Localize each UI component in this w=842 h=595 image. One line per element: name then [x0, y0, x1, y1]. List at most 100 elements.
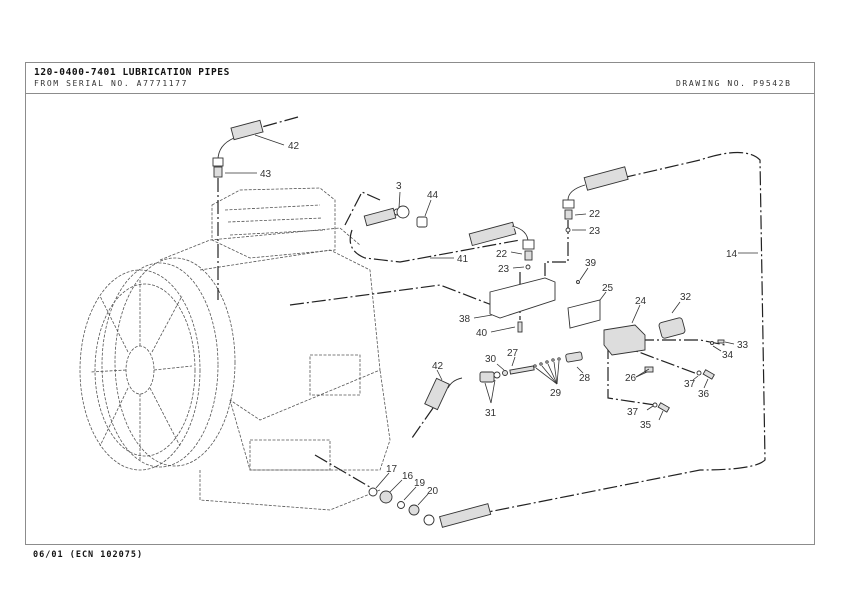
bolt-35	[657, 402, 670, 413]
hose-42-upper-elbow	[217, 137, 235, 161]
callout-39: 39	[585, 258, 597, 269]
pipe-22-route	[544, 220, 569, 276]
callout-23-upper: 23	[589, 226, 601, 237]
case-top-edge	[159, 227, 361, 261]
callout-40: 40	[476, 328, 488, 339]
connector-22a	[564, 209, 573, 220]
banjo-eye	[396, 205, 410, 219]
hose-42-lower-elbow	[447, 377, 463, 389]
spring-27	[509, 365, 535, 375]
washer-30	[502, 370, 508, 376]
callout-22-upper: 22	[589, 209, 601, 220]
bolt-36	[702, 369, 715, 380]
connector-22b	[524, 250, 533, 261]
o-ring-31	[493, 371, 501, 379]
callout-24: 24	[635, 296, 647, 307]
sensor-body	[363, 207, 397, 227]
shims-29	[533, 357, 561, 368]
callout-14: 14	[726, 249, 738, 260]
hose-42-lower	[424, 377, 450, 411]
flywheel-outer	[79, 269, 201, 471]
header-divider	[25, 93, 815, 94]
hose-bottom	[439, 503, 492, 528]
callout-labels: 42 43 3 44 41 22 23 22 23 39 14 25 24 32…	[260, 141, 749, 497]
drawing-frame	[25, 62, 815, 545]
callout-42-lower: 42	[432, 361, 444, 372]
callout-19: 19	[414, 478, 426, 489]
pipe-42-upper-tail	[261, 116, 299, 128]
o-ring-23b	[525, 264, 531, 270]
manifold-plate-38	[489, 277, 556, 319]
valve-body-24	[603, 324, 646, 356]
main-case	[199, 249, 381, 421]
plug-44	[416, 216, 428, 228]
leader-lines	[225, 134, 758, 506]
case-to-manifold-route	[289, 284, 493, 306]
callout-26: 26	[625, 373, 637, 384]
drawing-number: DRAWING NO. P9542B	[676, 79, 792, 88]
washer-37a	[696, 370, 702, 376]
callout-42-upper: 42	[288, 141, 300, 152]
adapter-31	[479, 371, 495, 383]
side-cover	[309, 354, 361, 396]
pipe-3-leader	[344, 191, 381, 226]
callout-31: 31	[485, 408, 497, 419]
callout-33: 33	[737, 340, 749, 351]
transmission-housing	[79, 187, 391, 511]
flywheel-spokes	[89, 280, 193, 460]
revision-note: 06/01 (ECN 102075)	[33, 550, 144, 560]
callout-28: 28	[579, 373, 591, 384]
callout-30: 30	[485, 354, 497, 365]
callout-29: 29	[550, 388, 562, 399]
callout-38: 38	[459, 314, 471, 325]
callout-17: 17	[386, 464, 398, 475]
bell-housing-rim	[101, 262, 219, 468]
pipe-42-lower-tail	[411, 407, 434, 439]
screw-33	[717, 339, 725, 344]
flywheel-inner	[94, 283, 196, 457]
plug-28	[565, 351, 583, 363]
hose-14-nut	[562, 199, 575, 209]
callout-41: 41	[457, 254, 469, 265]
callout-20: 20	[427, 486, 439, 497]
screw-39	[576, 280, 580, 284]
hose-middle-nut	[522, 239, 535, 250]
callout-44: 44	[427, 190, 439, 201]
valve-to-36-route	[619, 344, 701, 376]
serial-number-line: FROM SERIAL NO. A7771177	[34, 79, 188, 88]
callout-23-lower: 23	[498, 264, 510, 275]
solenoid-32	[658, 317, 686, 339]
callout-32: 32	[680, 292, 692, 303]
hose-14-elbow	[567, 184, 586, 201]
gasket-25	[567, 299, 601, 329]
pipe-41	[349, 229, 521, 263]
part-title: 120-0400-7401 LUBRICATION PIPES	[34, 67, 230, 78]
valve-to-35-route	[607, 345, 656, 406]
hose-bottom-nut	[423, 514, 435, 526]
bolt-40	[517, 321, 523, 333]
hose-42-upper	[230, 119, 264, 141]
case-lower	[229, 369, 391, 471]
valve-block-detail	[224, 204, 326, 236]
callout-16: 16	[402, 471, 414, 482]
callout-27: 27	[507, 348, 519, 359]
pipe-14	[487, 151, 766, 513]
callout-3: 3	[396, 181, 402, 192]
o-ring-23a	[565, 227, 571, 233]
case-base	[199, 470, 381, 511]
o-ring-17	[368, 487, 378, 497]
callout-34: 34	[722, 350, 734, 361]
control-valve-block	[211, 187, 336, 259]
adapter-43	[213, 166, 223, 178]
callout-37-lower: 37	[627, 407, 639, 418]
washer-34	[710, 341, 714, 345]
parts	[212, 119, 725, 528]
hose-14-end	[583, 166, 629, 191]
callout-36: 36	[698, 389, 710, 400]
lower-cover	[249, 439, 331, 471]
callout-25: 25	[602, 283, 614, 294]
solenoid-route	[640, 339, 726, 346]
washer-37b	[652, 402, 658, 408]
case-to-17-route	[314, 454, 376, 491]
